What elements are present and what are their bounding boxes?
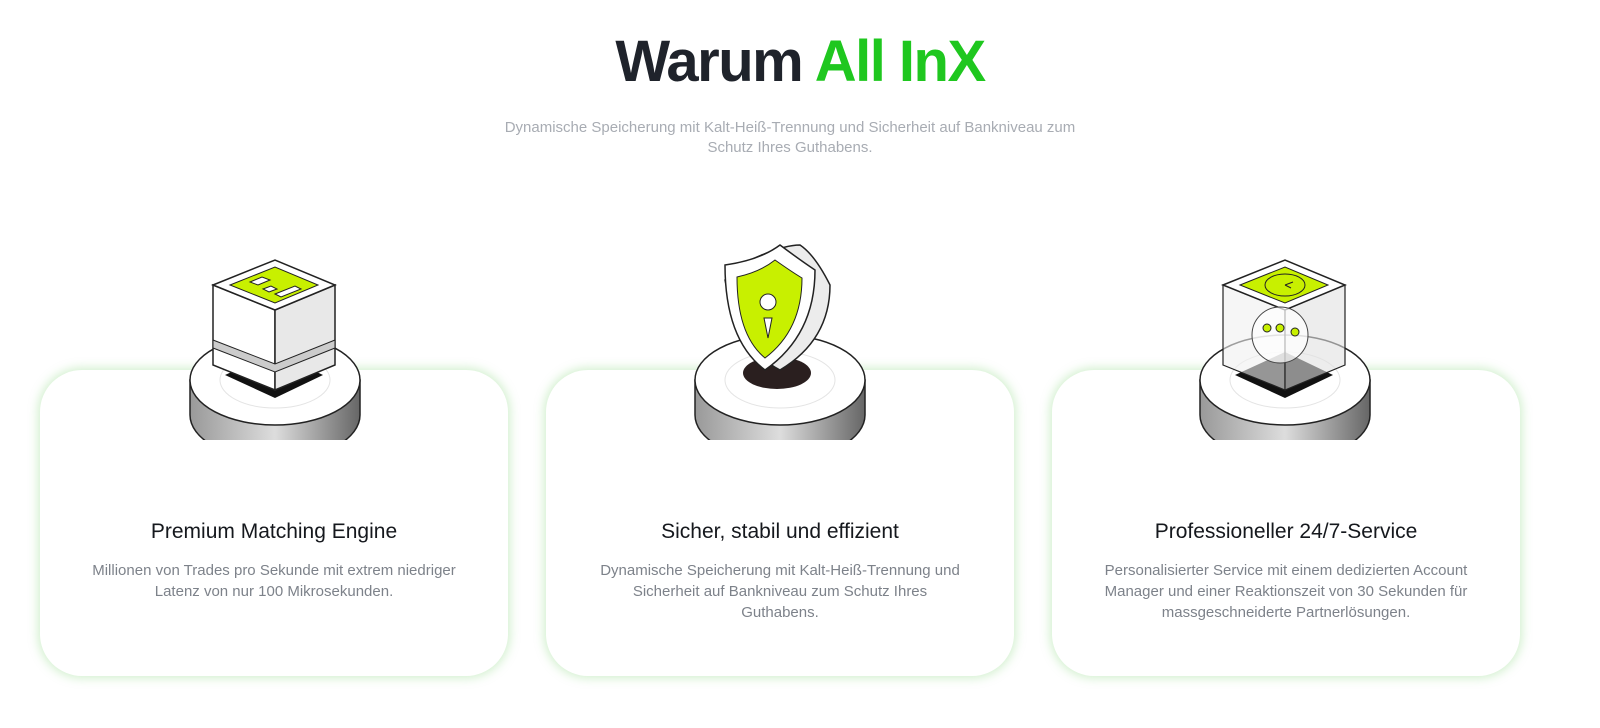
feature-title: Premium Matching Engine [150, 520, 398, 543]
feature-text: Personalisierter Service mit einem dediz… [1104, 562, 1468, 621]
title-prefix: Warum [615, 29, 803, 94]
feature-title: Sicher, stabil und effizient [661, 520, 899, 543]
feature-text: Millionen von Trades pro Sekunde mit ext… [92, 562, 456, 600]
support-clock-icon [1199, 259, 1371, 440]
shield-icon [694, 244, 866, 440]
page-subtitle: Dynamische Speicherung mit Kalt-Heiß-Tre… [504, 119, 1076, 156]
server-cube-icon [189, 259, 361, 440]
feature-text: Dynamische Speicherung mit Kalt-Heiß-Tre… [600, 562, 960, 621]
feature-title: Professioneller 24/7-Service [1154, 520, 1418, 543]
title-brand: All InX [814, 29, 986, 94]
page-title: Warum All InX [0, 28, 1600, 95]
